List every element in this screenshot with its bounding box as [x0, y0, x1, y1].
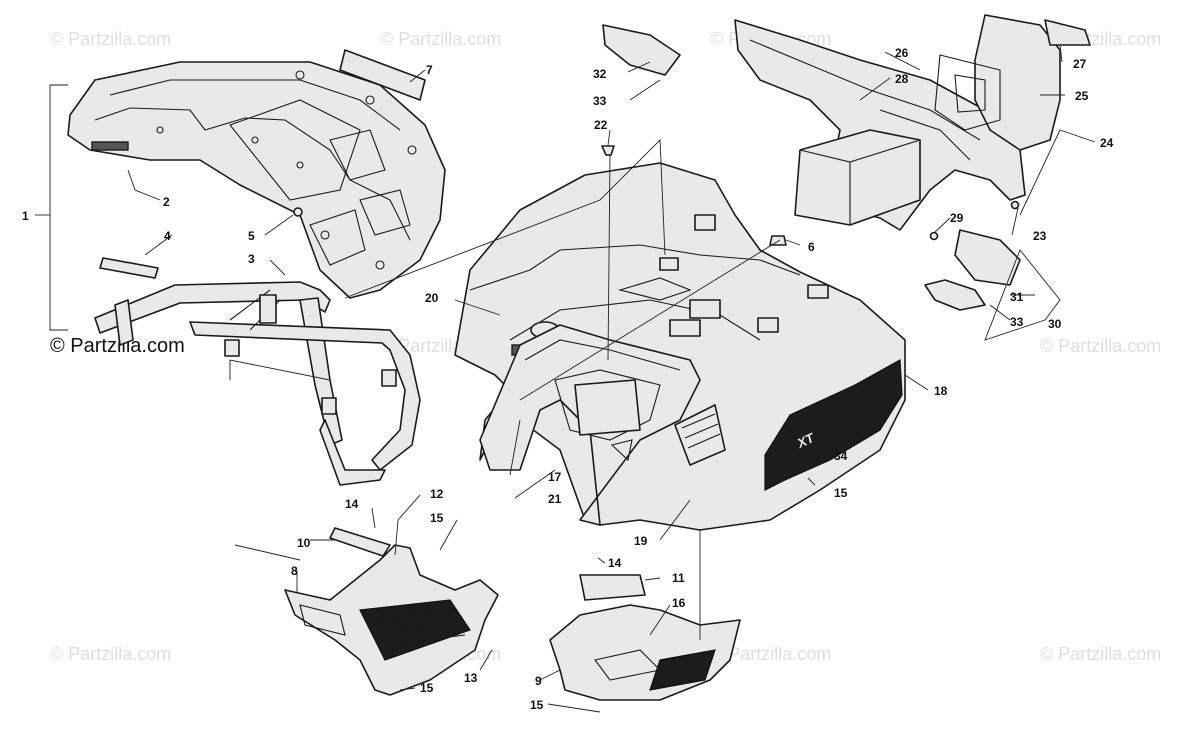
callout-2: 2	[163, 195, 170, 209]
callout-3: 3	[248, 252, 255, 266]
rack-frame	[94, 281, 421, 486]
callout-24: 24	[1100, 136, 1114, 150]
callout-14: 14	[608, 556, 622, 570]
callout-25: 25	[1075, 89, 1089, 103]
callout-15: 15	[420, 681, 434, 695]
callout-29: 29	[950, 211, 964, 225]
frame-decal	[99, 257, 159, 279]
side-cover	[954, 229, 1021, 286]
watermark: © Partzilla.com	[710, 644, 831, 664]
watermark: © Partzilla.com	[1040, 336, 1161, 356]
callout-14: 14	[345, 497, 359, 511]
xt-decal-text: XT	[794, 430, 817, 451]
callout-34: 34	[834, 449, 848, 463]
side-cover	[602, 24, 681, 76]
fastener-icon	[769, 235, 787, 246]
rack-decal	[339, 49, 426, 101]
side-cover-bracket	[924, 279, 986, 311]
callout-32: 32	[593, 67, 607, 81]
callout-9: 9	[535, 674, 542, 688]
watermark: © Partzilla.com	[50, 29, 171, 49]
callout-16: 16	[672, 596, 686, 610]
leader-lines	[35, 44, 1096, 713]
storage-tub	[479, 324, 701, 526]
watermark: © Partzilla.com	[1040, 644, 1161, 664]
footrest-pad	[579, 574, 646, 601]
callout-7: 7	[426, 63, 433, 77]
callout-33: 33	[1010, 315, 1024, 329]
callout-19: 19	[634, 534, 648, 548]
callouts: 1 2 3 4 5 6 7 8 9 10 11 12 13 14 14 15 1…	[22, 46, 1114, 712]
callout-30: 30	[1048, 317, 1062, 331]
callout-33: 33	[593, 94, 607, 108]
callout-4: 4	[164, 229, 171, 243]
callout-27: 27	[1073, 57, 1087, 71]
callout-22: 22	[594, 118, 608, 132]
callout-15: 15	[430, 511, 444, 525]
rear-rack	[67, 61, 446, 299]
callout-28: 28	[895, 72, 909, 86]
callout-15: 15	[530, 698, 544, 712]
callout-20: 20	[425, 291, 439, 305]
callout-6: 6	[808, 240, 815, 254]
callout-15: 15	[834, 486, 848, 500]
watermark: © Partzilla.com	[50, 644, 171, 664]
front-fender	[734, 14, 1091, 231]
screw-icon	[293, 207, 303, 217]
callout-13: 13	[464, 671, 478, 685]
callout-31: 31	[1010, 290, 1024, 304]
right-footwell	[549, 604, 741, 701]
callout-21: 21	[548, 492, 562, 506]
callout-12: 12	[430, 487, 444, 501]
fastener-icon	[601, 145, 615, 156]
callout-17: 17	[548, 470, 562, 484]
callout-11: 11	[672, 571, 685, 585]
callout-18: 18	[934, 384, 948, 398]
left-footwell	[284, 544, 499, 696]
callout-1: 1	[22, 209, 29, 223]
screw-icon	[929, 231, 939, 241]
callout-8: 8	[291, 564, 298, 578]
callout-23: 23	[1033, 229, 1047, 243]
watermark: © Partzilla.com	[380, 29, 501, 49]
brand-label: © Partzilla.com	[50, 335, 185, 357]
callout-26: 26	[895, 46, 909, 60]
callout-10: 10	[297, 536, 311, 550]
callout-5: 5	[248, 229, 255, 243]
screw-icon	[1010, 200, 1020, 210]
xt-decal	[764, 359, 903, 491]
footrest-pad	[329, 527, 391, 557]
